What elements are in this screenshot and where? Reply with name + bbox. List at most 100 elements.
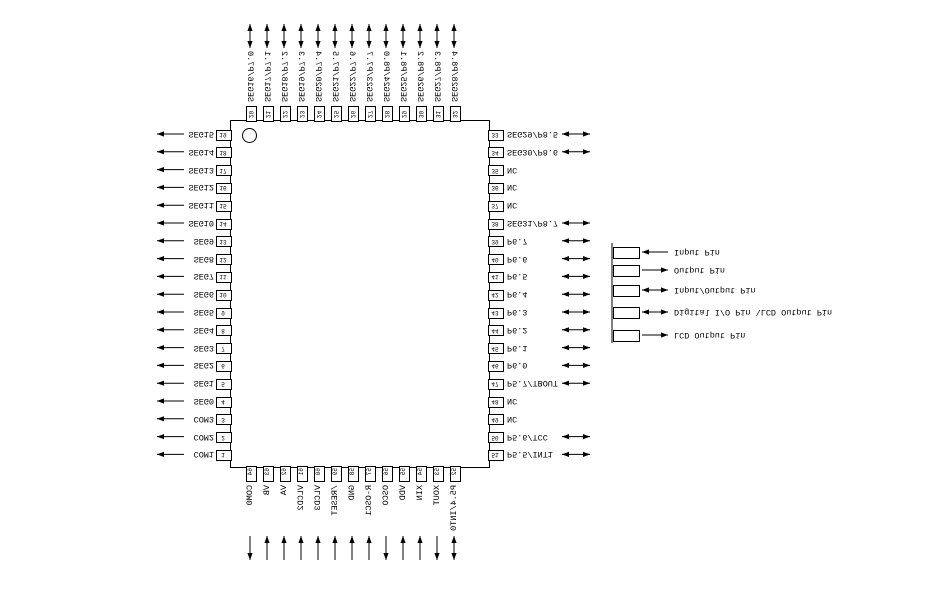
pin-direction-arrow (562, 273, 590, 279)
pin-stub (216, 218, 232, 230)
pin-direction-arrow (157, 202, 184, 208)
pin-number: 34 (491, 148, 499, 156)
pin-direction-arrow (157, 416, 184, 422)
pin-label: XIN (415, 485, 425, 501)
pin-direction-arrow (562, 362, 590, 368)
pin-number: 2 (221, 433, 225, 441)
pin-stub (381, 466, 393, 482)
pin-label: SEG10 (188, 218, 214, 228)
pin-stub (216, 200, 232, 212)
legend-pin-box (613, 247, 640, 259)
pin-label: OSCO (381, 485, 391, 506)
pin-number: 56 (382, 468, 390, 476)
pin-direction-arrow (417, 24, 423, 48)
pin-label: P5.4/INT0 (449, 485, 459, 531)
pin-direction-arrow (157, 256, 184, 262)
pin-number: 15 (219, 202, 227, 210)
pin-number: 62 (280, 468, 288, 476)
pin-stub (216, 254, 232, 266)
pin-label: SEG6 (193, 289, 214, 300)
pin-stub (216, 325, 232, 337)
pin-stub (415, 466, 427, 482)
pin-direction-arrow (562, 451, 590, 457)
pin-direction-arrow (157, 291, 184, 297)
pin-number: 60 (314, 468, 322, 476)
legend-arrow-out (642, 332, 668, 338)
pin-direction-arrow (157, 167, 184, 173)
pin-label: VDD (398, 485, 408, 501)
pin-direction-arrow (298, 536, 304, 560)
pin-label: SEG22/P7.6 (347, 50, 357, 102)
pin-number: 17 (219, 166, 227, 174)
pin-label: SEG31/P8.7 (507, 218, 559, 228)
pin-label: SEG3 (193, 342, 214, 353)
pin-label: P6.0 (507, 360, 528, 371)
pin-stub (488, 325, 504, 337)
pin-label: SEG5 (193, 307, 214, 317)
pin-label: SEG20/P7.4 (313, 50, 323, 102)
pin-stub (488, 147, 504, 159)
pin-label: SEG15 (188, 129, 214, 139)
pin-number: 3 (221, 415, 225, 423)
pin-number: 26 (348, 110, 356, 118)
legend-pin-box (613, 285, 640, 297)
pin-stub (313, 106, 325, 122)
legend-arrow-io (642, 287, 668, 293)
pin-label: NC (507, 182, 518, 193)
pin-label: SEG4 (193, 324, 214, 335)
pin-number: 42 (491, 291, 499, 299)
pin-direction-arrow (366, 536, 372, 560)
pin-label: SEG24/P8.0 (381, 50, 391, 102)
pin-stub (330, 466, 342, 482)
pin-number: 36 (491, 184, 499, 192)
pin-number: 61 (297, 468, 305, 476)
pin-stub (488, 307, 504, 319)
legend-label: Input/Output Pin (674, 285, 756, 295)
pin-direction-arrow (562, 345, 590, 351)
pin-direction-arrow (247, 24, 253, 48)
pin-label: GND (347, 485, 357, 501)
pin-number: 32 (450, 110, 458, 118)
pin-number: 43 (491, 309, 499, 316)
pin-number: 16 (219, 184, 227, 192)
pin-stub (415, 106, 427, 122)
pin-stub (381, 106, 393, 122)
pin-label: SEG13 (188, 164, 214, 175)
pin-stub (488, 165, 504, 177)
pin-number: 10 (219, 291, 227, 299)
pin-direction-arrow (298, 24, 304, 48)
pin-number: 13 (219, 237, 227, 245)
legend-label: Digital I/O Pin \LCD Output Pin (674, 307, 833, 317)
legend-label: Input Pin (674, 247, 720, 257)
pin-direction-arrow (349, 536, 355, 560)
pin-number: 52 (450, 468, 458, 476)
pin-number: 57 (365, 468, 373, 476)
pin-number: 41 (491, 273, 499, 281)
pin-number: 8 (221, 326, 225, 334)
pin-stub (279, 466, 291, 482)
pin-number: 28 (382, 110, 390, 118)
pin-direction-arrow (400, 536, 406, 560)
pin-number: 9 (221, 309, 225, 316)
pin-direction-arrow (417, 536, 423, 560)
pin-number: 46 (491, 362, 499, 370)
pin-direction-arrow (383, 24, 389, 48)
pin-number: 18 (219, 148, 227, 156)
pin-stub (216, 289, 232, 301)
pin-label: SEG27/P8.3 (432, 50, 442, 102)
pin-number: 14 (219, 220, 227, 227)
pin-stub (279, 106, 291, 122)
pin-direction-arrow (157, 273, 184, 279)
pin-stub (347, 106, 359, 122)
pin-number: 7 (221, 344, 225, 352)
pin-label: SEG8 (193, 253, 214, 264)
pin-number: 1 (221, 451, 225, 459)
pin-stub (488, 271, 504, 283)
pin-stub (488, 254, 504, 266)
pin-direction-arrow (281, 24, 287, 48)
pin-label: VLCD2 (296, 485, 306, 511)
pin-stub (313, 466, 325, 482)
pin-label: XOUT (432, 485, 442, 506)
pin-label: P6.7 (507, 235, 528, 246)
pin-number: 49 (491, 415, 499, 423)
